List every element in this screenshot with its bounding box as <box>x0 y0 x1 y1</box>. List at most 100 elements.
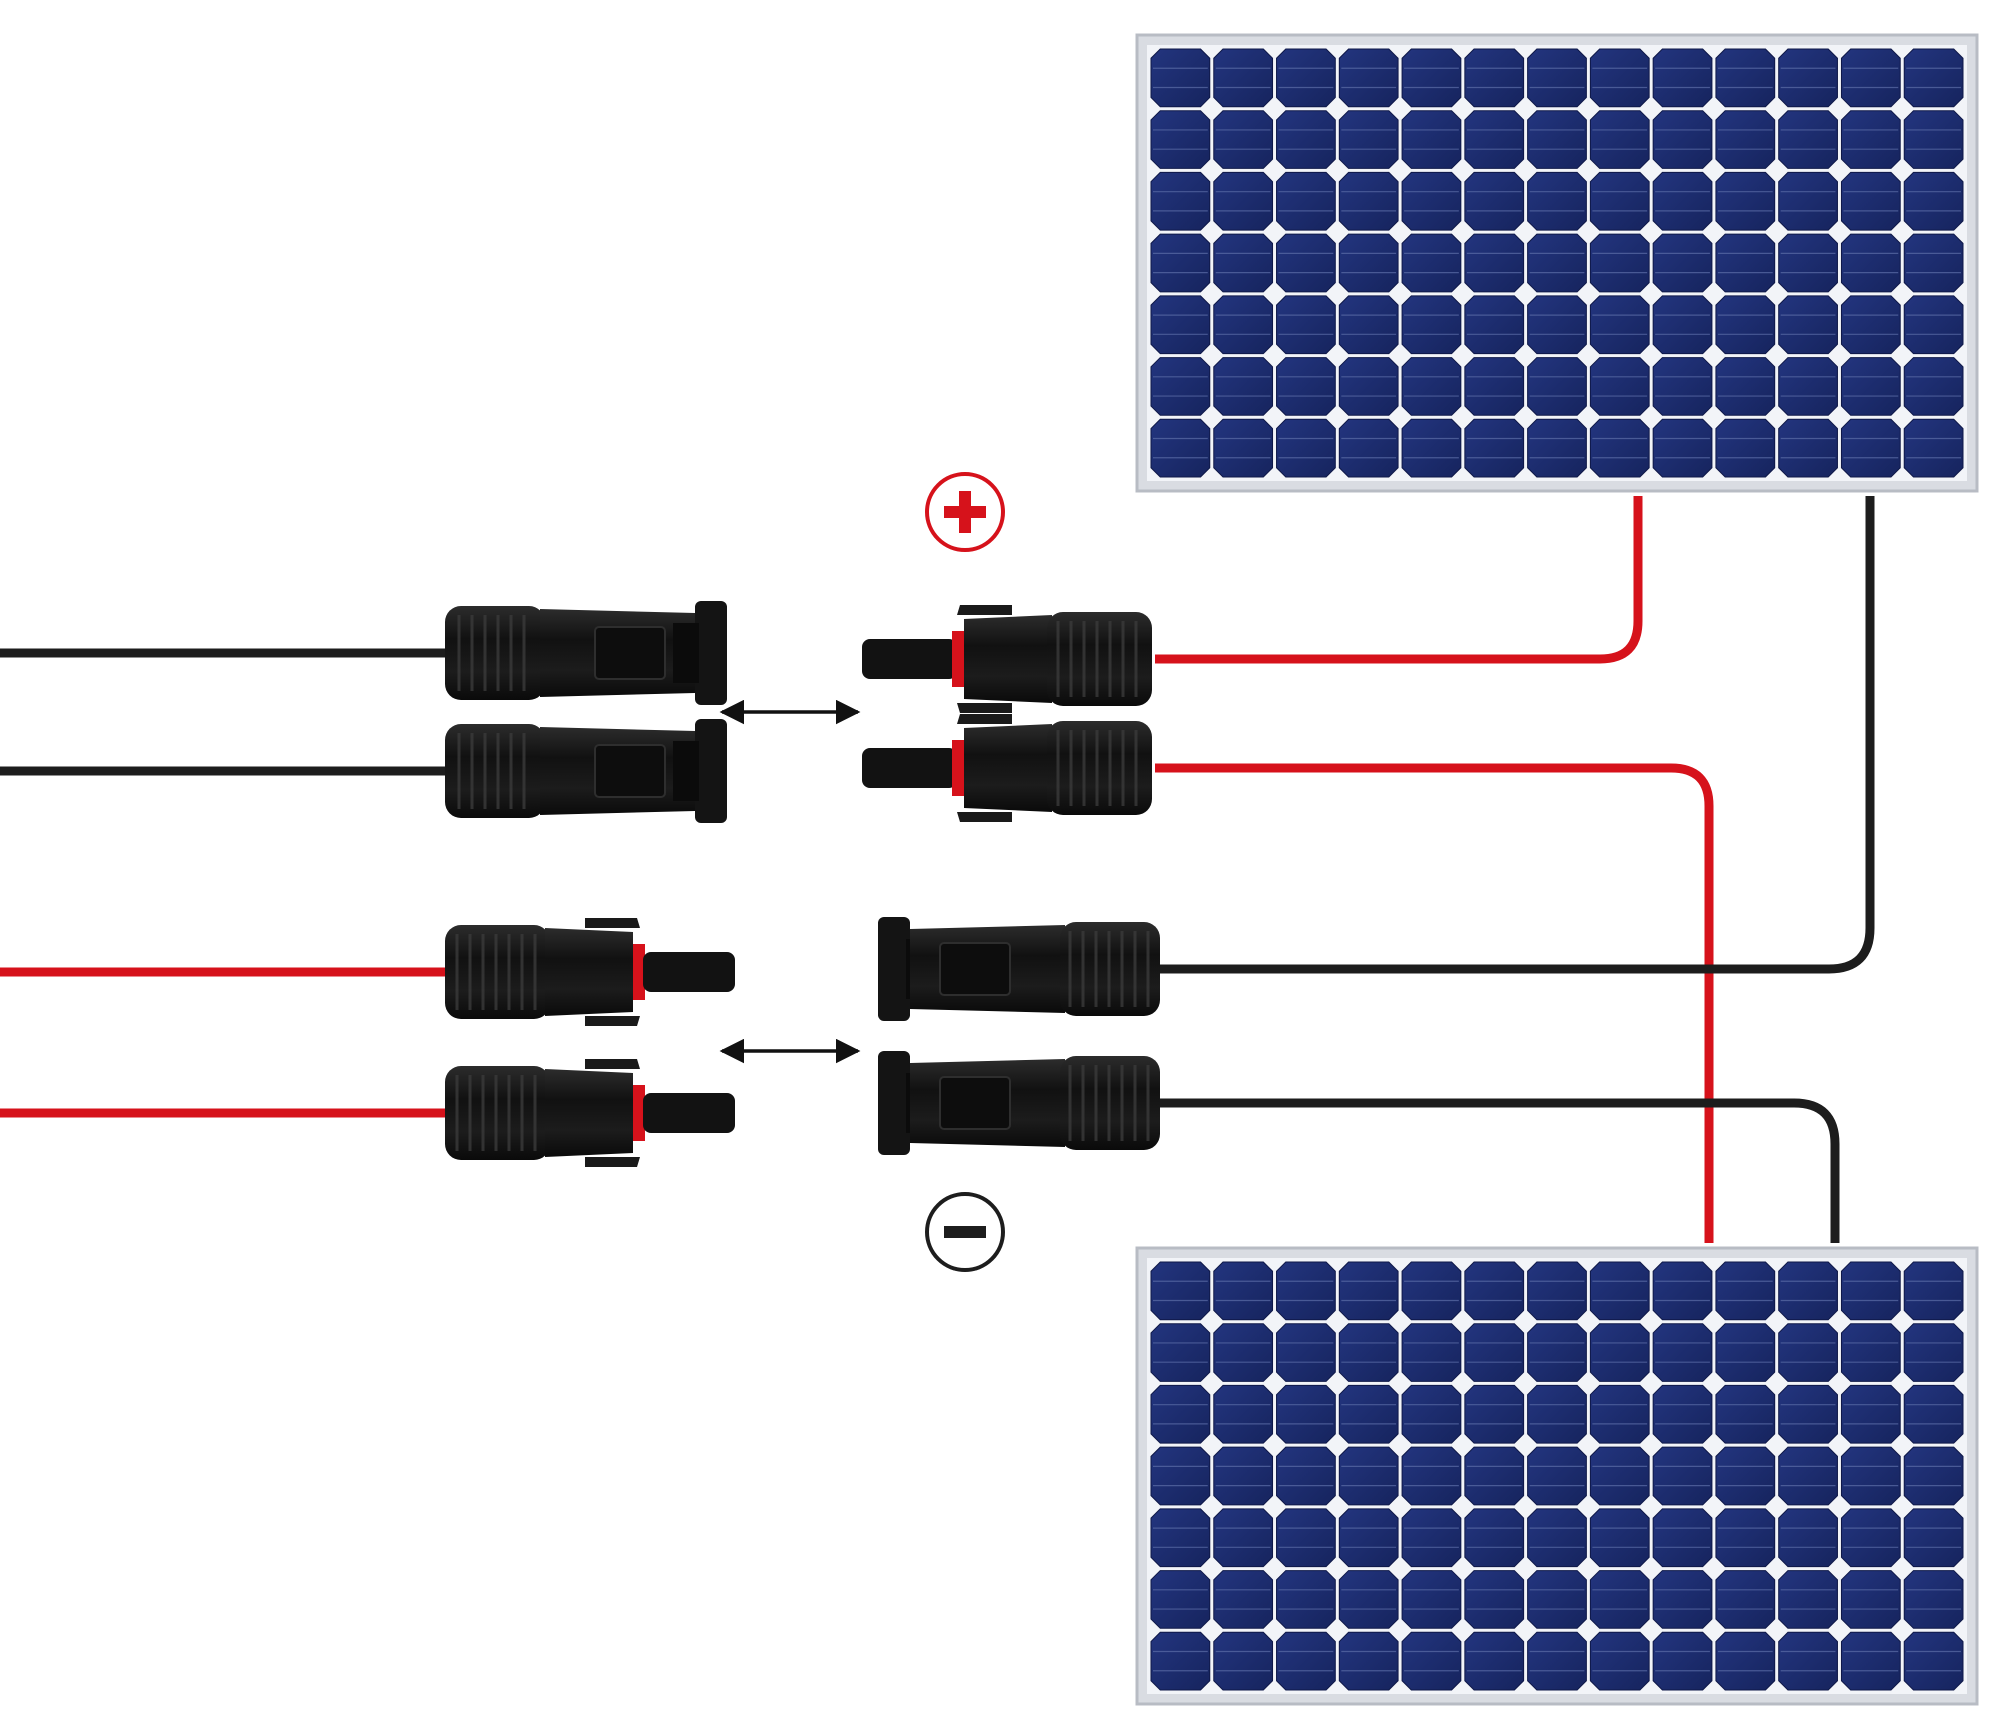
solar-cell <box>1276 418 1336 478</box>
solar-cell <box>1778 1261 1838 1321</box>
solar-cell <box>1276 1631 1336 1691</box>
solar-cell <box>1652 357 1713 416</box>
solar-cell <box>1527 1323 1587 1382</box>
solar-cell <box>1150 1323 1211 1382</box>
solar-cell <box>1715 1631 1776 1691</box>
solar-cell <box>1401 110 1462 169</box>
solar-cell <box>1903 418 1964 478</box>
solar-cell <box>1464 295 1525 355</box>
solar-cell <box>1464 1446 1525 1506</box>
solar-cell <box>1840 110 1901 169</box>
solar-cell <box>1401 1570 1462 1629</box>
solar-cell <box>1276 171 1336 231</box>
solar-cell <box>1778 1631 1838 1691</box>
solar-cell <box>1276 1508 1336 1568</box>
solar-cell <box>1338 233 1399 293</box>
solar-cell <box>1338 171 1399 231</box>
solar-cell <box>1778 418 1838 478</box>
female-connector-left-2 <box>445 719 727 823</box>
solar-cell <box>1903 1570 1964 1629</box>
solar-cell <box>1903 233 1964 293</box>
solar-cell <box>1527 233 1587 293</box>
solar-cell <box>1464 1261 1525 1321</box>
solar-cell <box>1213 295 1274 355</box>
solar-cell <box>1778 233 1838 293</box>
solar-cell <box>1652 418 1713 478</box>
solar-cell <box>1401 233 1462 293</box>
solar-cell <box>1715 295 1776 355</box>
solar-cell <box>1401 357 1462 416</box>
solar-cell <box>1527 418 1587 478</box>
solar-cell <box>1715 418 1776 478</box>
solar-cell <box>1715 1446 1776 1506</box>
solar-cell <box>1778 1323 1838 1382</box>
solar-cell <box>1150 1570 1211 1629</box>
solar-cell <box>1338 1261 1399 1321</box>
solar-cell <box>1401 1384 1462 1444</box>
solar-cell <box>1213 1323 1274 1382</box>
solar-cell <box>1276 295 1336 355</box>
solar-cell <box>1903 48 1964 108</box>
solar-cell <box>1150 1631 1211 1691</box>
solar-cell <box>1903 110 1964 169</box>
solar-cell <box>1903 1261 1964 1321</box>
solar-cell <box>1150 1446 1211 1506</box>
solar-cell <box>1589 48 1650 108</box>
solar-cell <box>1527 1446 1587 1506</box>
solar-cell <box>1652 48 1713 108</box>
solar-cell <box>1715 357 1776 416</box>
solar-cell <box>1778 1446 1838 1506</box>
solar-cell <box>1213 233 1274 293</box>
top-solar-panel <box>1135 33 1979 493</box>
solar-cell <box>1903 1508 1964 1568</box>
solar-cell <box>1338 1508 1399 1568</box>
solar-cell <box>1276 48 1336 108</box>
solar-cell <box>1401 1446 1462 1506</box>
solar-cell <box>1527 171 1587 231</box>
solar-cell <box>1401 1323 1462 1382</box>
solar-cell <box>1652 1323 1713 1382</box>
solar-cell <box>1715 48 1776 108</box>
solar-cell <box>1589 1323 1650 1382</box>
solar-cell <box>1589 171 1650 231</box>
solar-cell <box>1903 1384 1964 1444</box>
solar-cell <box>1464 1323 1525 1382</box>
solar-cell <box>1150 233 1211 293</box>
solar-cell <box>1715 1508 1776 1568</box>
solar-cell <box>1527 1508 1587 1568</box>
connection-arrows <box>719 699 861 1064</box>
solar-cell <box>1464 1570 1525 1629</box>
solar-cell <box>1150 171 1211 231</box>
male-connector-right-2 <box>862 714 1152 822</box>
solar-cell <box>1778 295 1838 355</box>
solar-cell <box>1778 110 1838 169</box>
solar-cell <box>1903 171 1964 231</box>
solar-cell <box>1840 1508 1901 1568</box>
solar-cell <box>1652 1384 1713 1444</box>
solar-cell <box>1150 48 1211 108</box>
solar-cell <box>1527 1570 1587 1629</box>
solar-cell <box>1213 418 1274 478</box>
solar-cell <box>1213 48 1274 108</box>
solar-cell <box>1464 233 1525 293</box>
solar-cell <box>1213 1446 1274 1506</box>
solar-cell <box>1589 1446 1650 1506</box>
solar-cell <box>1840 357 1901 416</box>
solar-cell <box>1338 357 1399 416</box>
solar-cell <box>1778 48 1838 108</box>
solar-cell <box>1903 1446 1964 1506</box>
solar-cell <box>1276 357 1336 416</box>
solar-cell <box>1527 1384 1587 1444</box>
solar-cell <box>1715 171 1776 231</box>
solar-cell <box>1840 1261 1901 1321</box>
solar-cell <box>1464 171 1525 231</box>
solar-cell <box>1715 1261 1776 1321</box>
bottom-solar-panel <box>1135 1246 1979 1706</box>
solar-cell <box>1840 171 1901 231</box>
solar-cell <box>1589 1570 1650 1629</box>
solar-cell <box>1213 1570 1274 1629</box>
solar-cell <box>1464 418 1525 478</box>
solar-cell <box>1464 110 1525 169</box>
solar-cell <box>1840 1631 1901 1691</box>
solar-cell <box>1778 357 1838 416</box>
